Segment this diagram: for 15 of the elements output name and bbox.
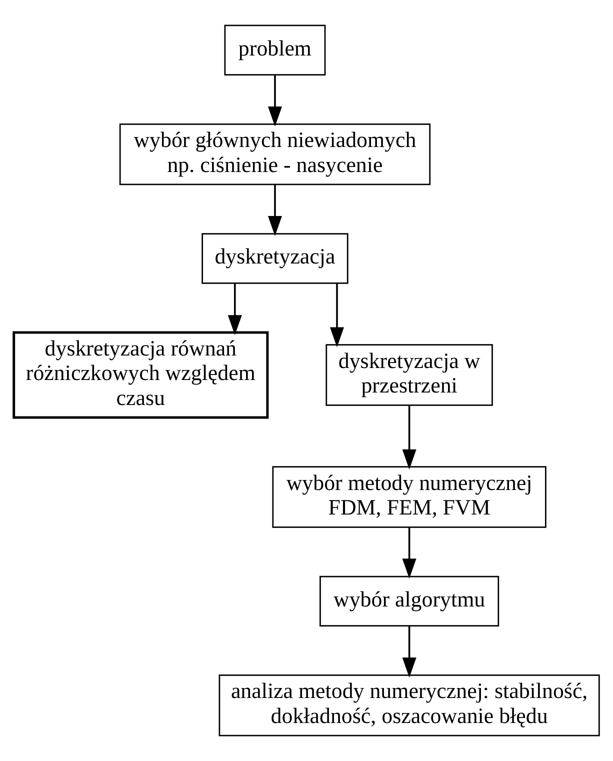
- node-box: dyskretyzacja równań różniczkowych względem czasu: [12, 331, 269, 419]
- node-box: wybór algorytmu: [320, 576, 500, 627]
- arrow: [402, 626, 416, 678]
- arrow: [268, 185, 282, 236]
- node-box: problem: [224, 24, 326, 76]
- node-box: dyskretyzacja w przestrzeni: [326, 344, 493, 406]
- arrow: [402, 405, 416, 470]
- node-box: wybór głównych niewiadomych np. ciśnienie - nasycenie: [119, 124, 431, 186]
- arrow: [268, 74, 282, 127]
- node-box: analiza metody numerycznej: stabilność, dokładność, oszacowanie błędu: [218, 674, 600, 736]
- arrow: [228, 283, 242, 336]
- arrow: [402, 528, 416, 579]
- node-box: dyskretyzacja: [202, 233, 348, 284]
- arrow: [330, 283, 344, 348]
- node-box: wybór metody numerycznej FDM, FEM, FVM: [272, 466, 546, 528]
